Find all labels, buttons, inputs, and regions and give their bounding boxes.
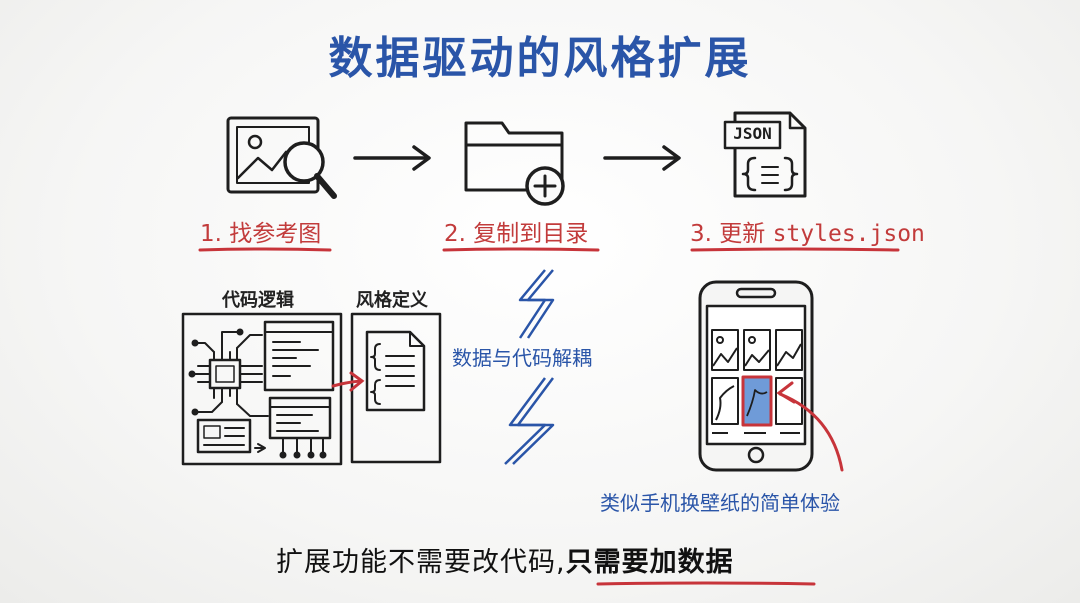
underline	[198, 247, 900, 586]
circuit-chip-icon	[181, 312, 343, 466]
page-title: 数据驱动的风格扩展	[328, 33, 752, 84]
bottom-caption: 扩展功能不需要改代码,只需要加数据	[276, 540, 734, 579]
document-icon	[350, 312, 442, 464]
image-search-icon	[226, 116, 337, 199]
wallpaper-label: 类似手机换壁纸的简单体验	[600, 491, 840, 515]
step-3-code: styles.json	[772, 221, 925, 247]
bottom-caption-part2: 只需要加数据	[565, 547, 734, 578]
step-2-label: 2. 复制到目录	[444, 221, 589, 247]
code-logic-label: 代码逻辑	[222, 290, 294, 311]
decouple-label: 数据与代码解耦	[452, 346, 592, 370]
arrow-icon	[331, 371, 365, 392]
step-3-label: 3. 更新 styles.json	[690, 214, 925, 248]
step-3-prefix: 3. 更新	[690, 221, 773, 247]
json-badge: JSON	[733, 124, 772, 143]
lightning-icon	[504, 269, 555, 465]
arrow-icon	[353, 145, 431, 171]
json-file-icon	[723, 111, 807, 198]
bottom-caption-part1: 扩展功能不需要改代码,	[276, 547, 566, 578]
style-def-label: 风格定义	[356, 290, 428, 311]
folder-add-icon	[464, 121, 565, 206]
step-1-label: 1. 找参考图	[200, 221, 322, 247]
arrow-icon	[603, 145, 681, 171]
arrow-icon	[776, 381, 844, 472]
phone-icon	[698, 280, 814, 472]
